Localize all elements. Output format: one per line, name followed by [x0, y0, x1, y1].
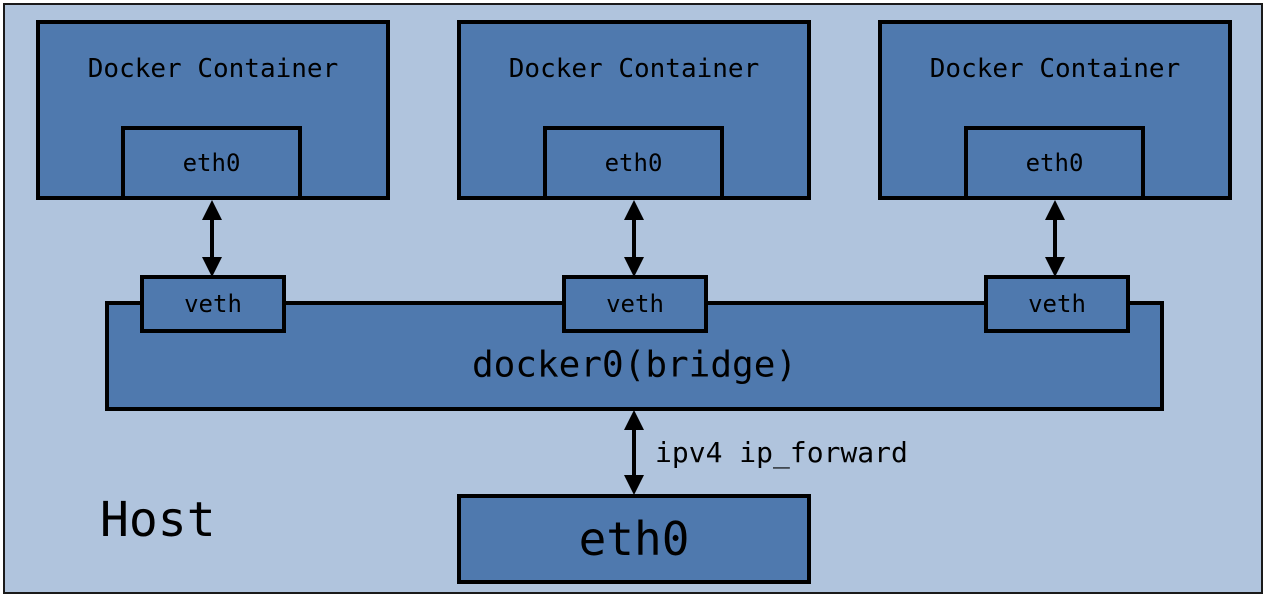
veth-interface: veth: [140, 275, 286, 333]
container-eth0: eth0: [121, 126, 302, 200]
container-eth0: eth0: [543, 126, 724, 200]
host-eth0: eth0: [457, 494, 811, 584]
container-eth0-label: eth0: [182, 149, 241, 177]
veth-interface: veth: [984, 275, 1130, 333]
container-eth0-label: eth0: [604, 149, 663, 177]
container-eth0-label: eth0: [1025, 149, 1084, 177]
container-label: Docker Container: [929, 54, 1181, 84]
bridge-label: docker0(bridge): [471, 344, 798, 386]
container-eth0: eth0: [964, 126, 1145, 200]
host-label: Host: [100, 492, 216, 548]
veth-label: veth: [184, 290, 242, 318]
host-eth0-label: eth0: [578, 512, 690, 566]
veth-label: veth: [1028, 290, 1086, 318]
veth-interface: veth: [562, 275, 708, 333]
ip-forward-label: ipv4 ip_forward: [655, 436, 908, 469]
veth-label: veth: [606, 290, 664, 318]
container-label: Docker Container: [508, 54, 760, 84]
container-label: Docker Container: [87, 54, 339, 84]
